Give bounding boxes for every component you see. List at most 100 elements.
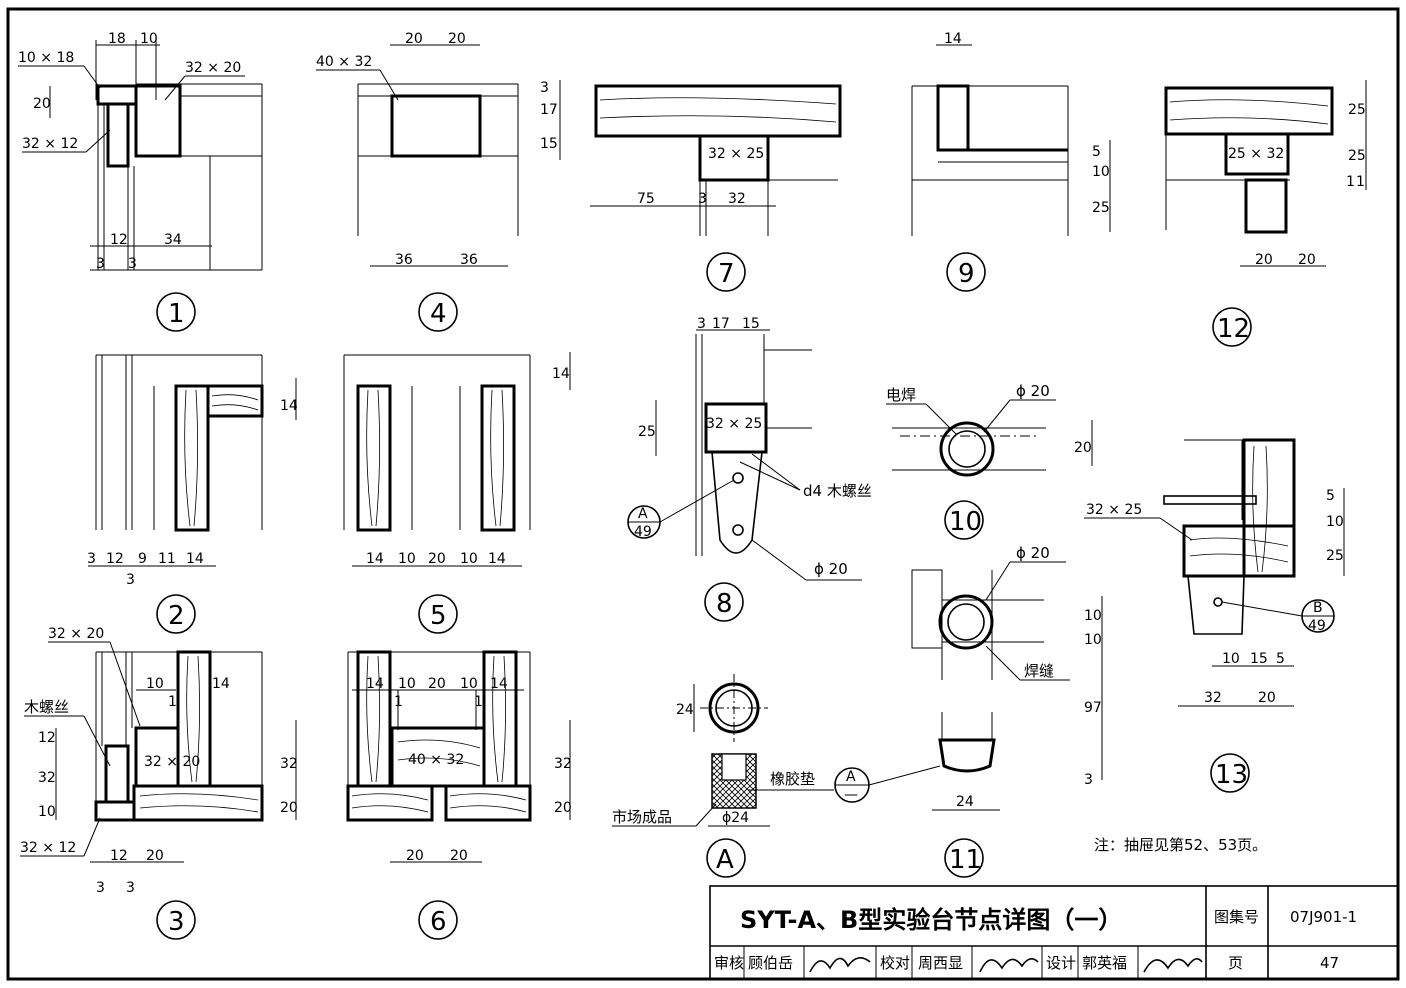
d4-dim-20a: 20 — [405, 31, 423, 47]
d5-dim-14v: 14 — [552, 366, 570, 382]
d13-dim-25: 25 — [1326, 548, 1344, 564]
d3-dim-32v: 32 — [38, 770, 56, 786]
d7-number: 7 — [718, 259, 735, 289]
dA-label-rubber: 橡胶垫 — [770, 770, 815, 788]
d8-label-32x25: 32 × 25 — [706, 416, 762, 432]
detail-12: 25 × 32 25 25 1 1 20 20 12 — [1164, 80, 1367, 347]
d3-dim-20vr: 20 — [280, 800, 298, 816]
d10-label-phi20: ϕ 20 — [1016, 382, 1050, 400]
check-label: 校对 — [880, 954, 910, 972]
d6-number: 6 — [430, 907, 447, 937]
atlas-number: 07J901-1 — [1290, 908, 1357, 926]
d9-dim-5: 5 — [1092, 144, 1101, 160]
d6-dim-32v: 32 — [554, 756, 572, 772]
d7-label-32x25: 32 × 25 — [708, 146, 764, 162]
d10-dim-20: 20 — [1074, 440, 1092, 456]
d11-number: 11 — [949, 845, 982, 875]
d1-label-32x20: 32 × 20 — [185, 60, 241, 76]
d5-dim-20: 20 — [428, 551, 446, 567]
d8-label-phi20: ϕ 20 — [814, 560, 848, 578]
d8-ref-top: A — [638, 506, 648, 522]
d12-dim-1a: 1 — [1346, 174, 1355, 190]
d6-dim-20a: 20 — [406, 848, 424, 864]
d3-dim-20: 20 — [146, 848, 164, 864]
sheet-border — [6, 7, 1400, 981]
d1-label-10x18: 10 × 18 — [18, 50, 74, 66]
d11-label-weld: 焊缝 — [1024, 662, 1054, 680]
detail-A: 24 橡胶垫 市场成品 ϕ24 A — [612, 674, 834, 878]
d1-dim-34: 34 — [164, 232, 182, 248]
designer-signature — [1143, 958, 1203, 973]
d3-dim-14: 14 — [212, 676, 230, 692]
d1-dim-20: 20 — [33, 96, 51, 112]
d6-dim-1a: 1 — [394, 694, 403, 710]
d2-dim-14: 14 — [186, 551, 204, 567]
d11-dim-10a: 10 — [1084, 608, 1102, 624]
page-label: 页 — [1228, 954, 1243, 972]
d8-dim-17: 17 — [712, 316, 730, 332]
d13-dim-20: 20 — [1258, 690, 1276, 706]
d6-dim-20v: 20 — [554, 800, 572, 816]
d13-dim-5: 5 — [1326, 488, 1335, 504]
review-label: 审核 — [714, 954, 744, 972]
d3-label-screw: 木螺丝 — [24, 698, 69, 716]
d3-dim-1: 1 — [168, 694, 177, 710]
d1-number: 1 — [168, 299, 185, 329]
d2-dim-14v: 14 — [280, 398, 298, 414]
checker-name: 周西显 — [918, 954, 963, 972]
detail-13: 32 × 25 B 49 5 10 25 10 15 5 32 20 13 — [1084, 438, 1345, 793]
detail-9: 14 5 10 25 9 — [911, 31, 1111, 292]
d12-dim-25b: 25 — [1348, 148, 1366, 164]
detail-6: 14 10 20 10 14 1 1 40 × 32 32 20 20 20 6 — [346, 650, 572, 940]
d12-dim-20b: 20 — [1298, 252, 1316, 268]
sheet-note: 注：抽屉见第52、53页。 — [1094, 836, 1267, 854]
reviewer-name: 顾伯岳 — [748, 954, 793, 972]
d9-dim-25: 25 — [1092, 200, 1110, 216]
d12-dim-25a: 25 — [1348, 102, 1366, 118]
d2-dim-3b: 3 — [126, 572, 135, 588]
d7-dim-3b: 3 — [698, 191, 707, 207]
d6-dim-10a: 10 — [398, 676, 416, 692]
d9-dim-14: 14 — [944, 31, 962, 47]
d8-ref-bottom: 49 — [634, 524, 652, 540]
d12-dim-20a: 20 — [1255, 252, 1273, 268]
d8-label-screw: d4 木螺丝 — [803, 482, 872, 500]
d13-ref-bottom: 49 — [1308, 618, 1326, 634]
detail-1: 18 10 10 × 18 32 × 20 32 × 12 20 12 34 3… — [18, 31, 263, 332]
d5-dim-14b: 14 — [488, 551, 506, 567]
d11-dim-24: 24 — [956, 794, 974, 810]
d12-label-25x32: 25 × 32 — [1228, 146, 1284, 162]
d3-dim-12v: 12 — [38, 730, 56, 746]
dA-label-phi24: ϕ24 — [722, 810, 749, 826]
d3-number: 3 — [168, 907, 185, 937]
d5-dim-10a: 10 — [398, 551, 416, 567]
d5-number: 5 — [430, 601, 447, 631]
dA-label-market: 市场成品 — [612, 808, 672, 826]
d13-dim-32: 32 — [1204, 690, 1222, 706]
d8-number: 8 — [716, 589, 733, 619]
d4-dim-36b: 36 — [460, 252, 478, 268]
detail-11: ϕ 20 焊缝 10 10 97 3 24 A — 11 — [834, 544, 1103, 878]
detail-3: 32 × 20 10 14 1 木螺丝 32 × 20 12 32 10 32 … — [20, 626, 298, 940]
d1-dim-3b: 3 — [128, 256, 137, 272]
d3-dim-10v: 10 — [38, 804, 56, 820]
d6-dim-1b: 1 — [474, 694, 483, 710]
d7-dim-75: 75 — [637, 191, 655, 207]
d3-label-32x12: 32 × 12 — [20, 840, 76, 856]
checker-signature — [979, 958, 1039, 973]
d4-dim-20b: 20 — [448, 31, 466, 47]
d9-dim-10: 10 — [1092, 164, 1110, 180]
d3-dim-3b: 3 — [126, 880, 135, 896]
d5-dim-10b: 10 — [460, 551, 478, 567]
d3-dim-3a: 3 — [96, 880, 105, 896]
d10-label-weld: 电焊 — [886, 386, 916, 404]
d4-label-40x32: 40 × 32 — [316, 54, 372, 70]
d13-label-32x25: 32 × 25 — [1086, 502, 1142, 518]
designer-name: 郭英福 — [1082, 954, 1127, 972]
d2-dim-12: 12 — [106, 551, 124, 567]
d1-dim-12: 12 — [110, 232, 128, 248]
d3-dim-10: 10 — [146, 676, 164, 692]
d6-dim-14a: 14 — [366, 676, 384, 692]
d13-dim-5b: 5 — [1276, 651, 1285, 667]
